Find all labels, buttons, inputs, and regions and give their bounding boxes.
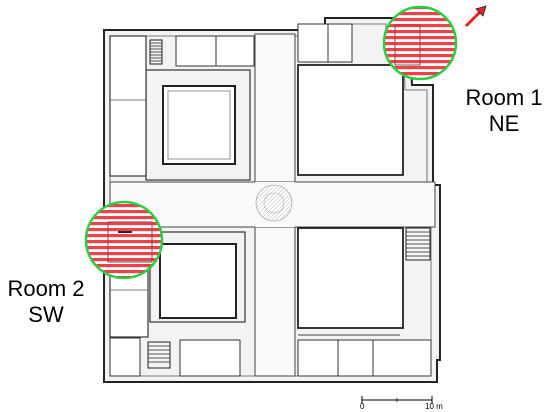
nw-courtyard bbox=[145, 69, 251, 181]
room1-label: Room 1 NE bbox=[458, 85, 550, 137]
sw-courtyard bbox=[149, 231, 246, 323]
scale-bar bbox=[361, 396, 433, 404]
north-arrow-icon bbox=[464, 5, 487, 28]
staircase-east bbox=[405, 227, 431, 261]
room1-name: Room 1 bbox=[465, 85, 543, 110]
room2-orientation: SW bbox=[28, 302, 64, 327]
staircase-sw bbox=[147, 341, 171, 369]
room1-highlight bbox=[382, 5, 458, 81]
room2-highlight bbox=[84, 200, 164, 280]
scale-start-label: 0 bbox=[360, 402, 365, 411]
room2-name: Room 2 bbox=[7, 276, 85, 301]
room2-label: Room 2 SW bbox=[0, 276, 92, 328]
north-rooms bbox=[175, 23, 353, 67]
east-rooms bbox=[297, 64, 404, 336]
room1-orientation: NE bbox=[488, 111, 520, 136]
scale-end-label: 10 m bbox=[425, 402, 443, 411]
south-rooms bbox=[109, 337, 432, 377]
staircase-nw bbox=[149, 39, 163, 65]
